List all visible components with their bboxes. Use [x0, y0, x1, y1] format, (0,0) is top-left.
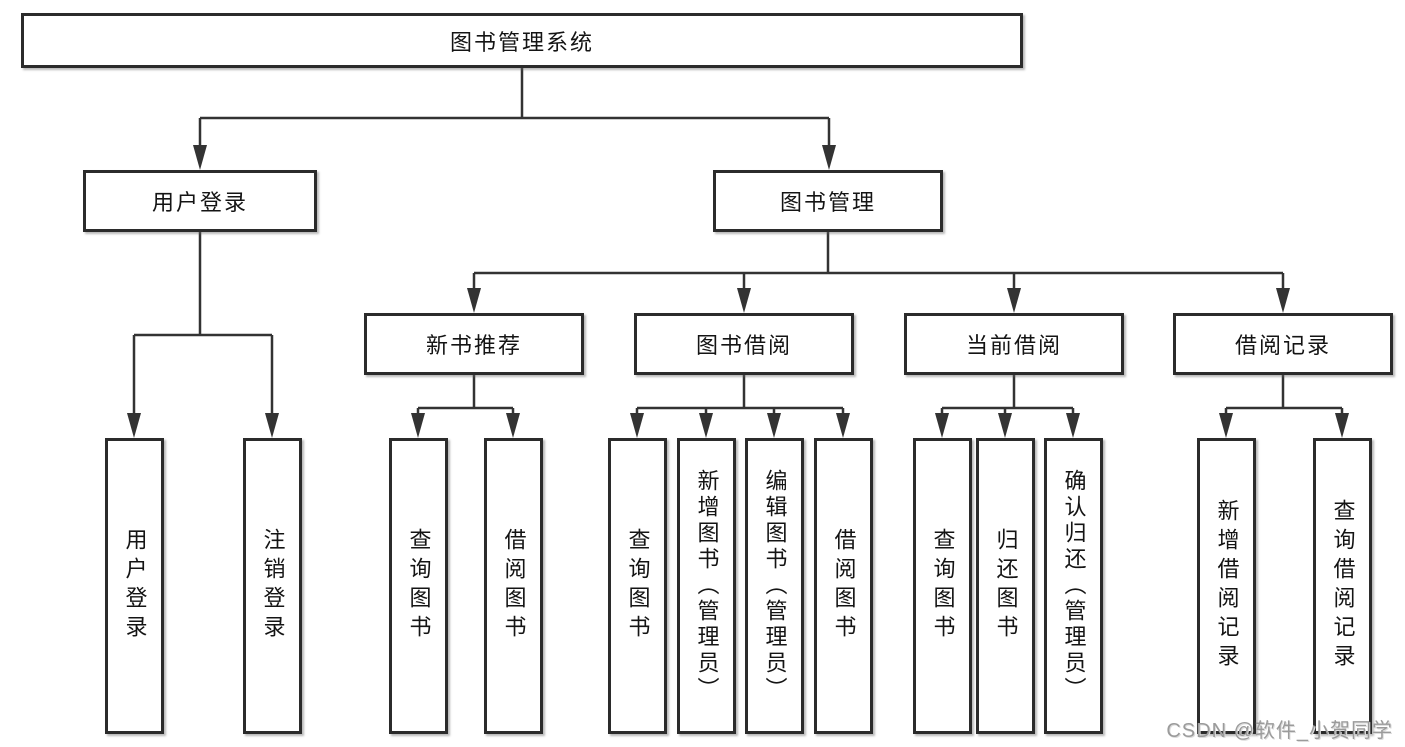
arrowhead: [506, 413, 520, 438]
arrowhead: [1007, 288, 1021, 313]
arrowhead: [998, 413, 1012, 438]
connector-user-login-to-leaves: [132, 232, 274, 413]
arrowhead: [935, 413, 949, 438]
arrowhead: [193, 145, 207, 170]
arrowhead: [699, 413, 713, 438]
arrowhead: [630, 413, 644, 438]
leaf-bb-edit-book: 编辑图书（管理员）: [745, 438, 804, 734]
leaf-br-add-record: 新增借阅记录: [1197, 438, 1256, 734]
leaf-bb-add-book: 新增图书（管理员）: [677, 438, 736, 734]
node-borrow-record-label: 借阅记录: [1234, 333, 1331, 358]
leaf-user-login: 用户登录: [105, 438, 164, 734]
connector-book-borrow-to-leaves: [635, 375, 845, 414]
leaf-cb-return-book-label: 归还图书: [993, 528, 1019, 644]
connector-new-book-rec-to-leaves: [416, 375, 515, 414]
node-user-login: 用户登录: [83, 170, 317, 232]
leaf-nbr-query-book: 查询图书: [389, 438, 448, 734]
leaf-bb-borrow-book: 借阅图书: [814, 438, 873, 734]
leaf-bb-query-book-label: 查询图书: [625, 528, 651, 644]
node-new-book-rec: 新书推荐: [364, 313, 584, 375]
connector-root-to-level2: [198, 68, 831, 145]
csdn-watermark: CSDN @软件_小贺同学: [1166, 720, 1393, 742]
leaf-nbr-borrow-book: 借阅图书: [484, 438, 543, 734]
node-book-mgmt-label: 图书管理: [779, 190, 876, 215]
arrowhead: [767, 413, 781, 438]
arrowhead: [1335, 413, 1349, 438]
arrowhead: [1066, 413, 1080, 438]
leaf-cb-confirm-return: 确认归还（管理员）: [1044, 438, 1103, 734]
leaf-user-login-label: 用户登录: [122, 528, 148, 644]
leaf-bb-borrow-book-label: 借阅图书: [831, 528, 857, 644]
arrowhead: [411, 413, 425, 438]
leaf-br-query-record-label: 查询借阅记录: [1330, 499, 1356, 673]
connector-book-mgmt-to-level3: [472, 232, 1285, 288]
node-current-borrow: 当前借阅: [904, 313, 1124, 375]
node-new-book-rec-label: 新书推荐: [425, 333, 522, 358]
node-user-login-label: 用户登录: [151, 190, 248, 215]
leaf-bb-query-book: 查询图书: [608, 438, 667, 734]
node-book-mgmt: 图书管理: [713, 170, 943, 232]
leaf-bb-edit-book-label: 编辑图书（管理员）: [762, 469, 788, 703]
arrowhead: [822, 145, 836, 170]
arrowhead: [737, 288, 751, 313]
node-book-borrow-label: 图书借阅: [695, 333, 792, 358]
arrowhead: [836, 413, 850, 438]
leaf-bb-add-book-label: 新增图书（管理员）: [694, 469, 720, 703]
leaf-br-query-record: 查询借阅记录: [1313, 438, 1372, 734]
node-root: 图书管理系统: [21, 13, 1023, 68]
node-current-borrow-label: 当前借阅: [965, 333, 1062, 358]
node-root-label: 图书管理系统: [449, 29, 594, 55]
leaf-cb-return-book: 归还图书: [976, 438, 1035, 734]
leaf-logout-label: 注销登录: [260, 528, 286, 644]
leaf-cb-query-book-label: 查询图书: [930, 528, 956, 644]
node-borrow-record: 借阅记录: [1173, 313, 1393, 375]
node-book-borrow: 图书借阅: [634, 313, 854, 375]
arrowheads: [127, 145, 1349, 438]
arrowhead: [127, 413, 141, 438]
leaf-nbr-query-book-label: 查询图书: [406, 528, 432, 644]
leaf-logout: 注销登录: [243, 438, 302, 734]
arrowhead: [265, 413, 279, 438]
leaf-cb-query-book: 查询图书: [913, 438, 972, 734]
leaf-cb-confirm-return-label: 确认归还（管理员）: [1061, 469, 1087, 703]
arrowhead: [467, 288, 481, 313]
leaf-nbr-borrow-book-label: 借阅图书: [501, 528, 527, 644]
connector-borrow-record-to-leaves: [1224, 375, 1344, 414]
arrowhead: [1219, 413, 1233, 438]
arrowhead: [1276, 288, 1290, 313]
leaf-br-add-record-label: 新增借阅记录: [1214, 499, 1240, 673]
connector-current-borrow-to-leaves: [940, 375, 1075, 414]
